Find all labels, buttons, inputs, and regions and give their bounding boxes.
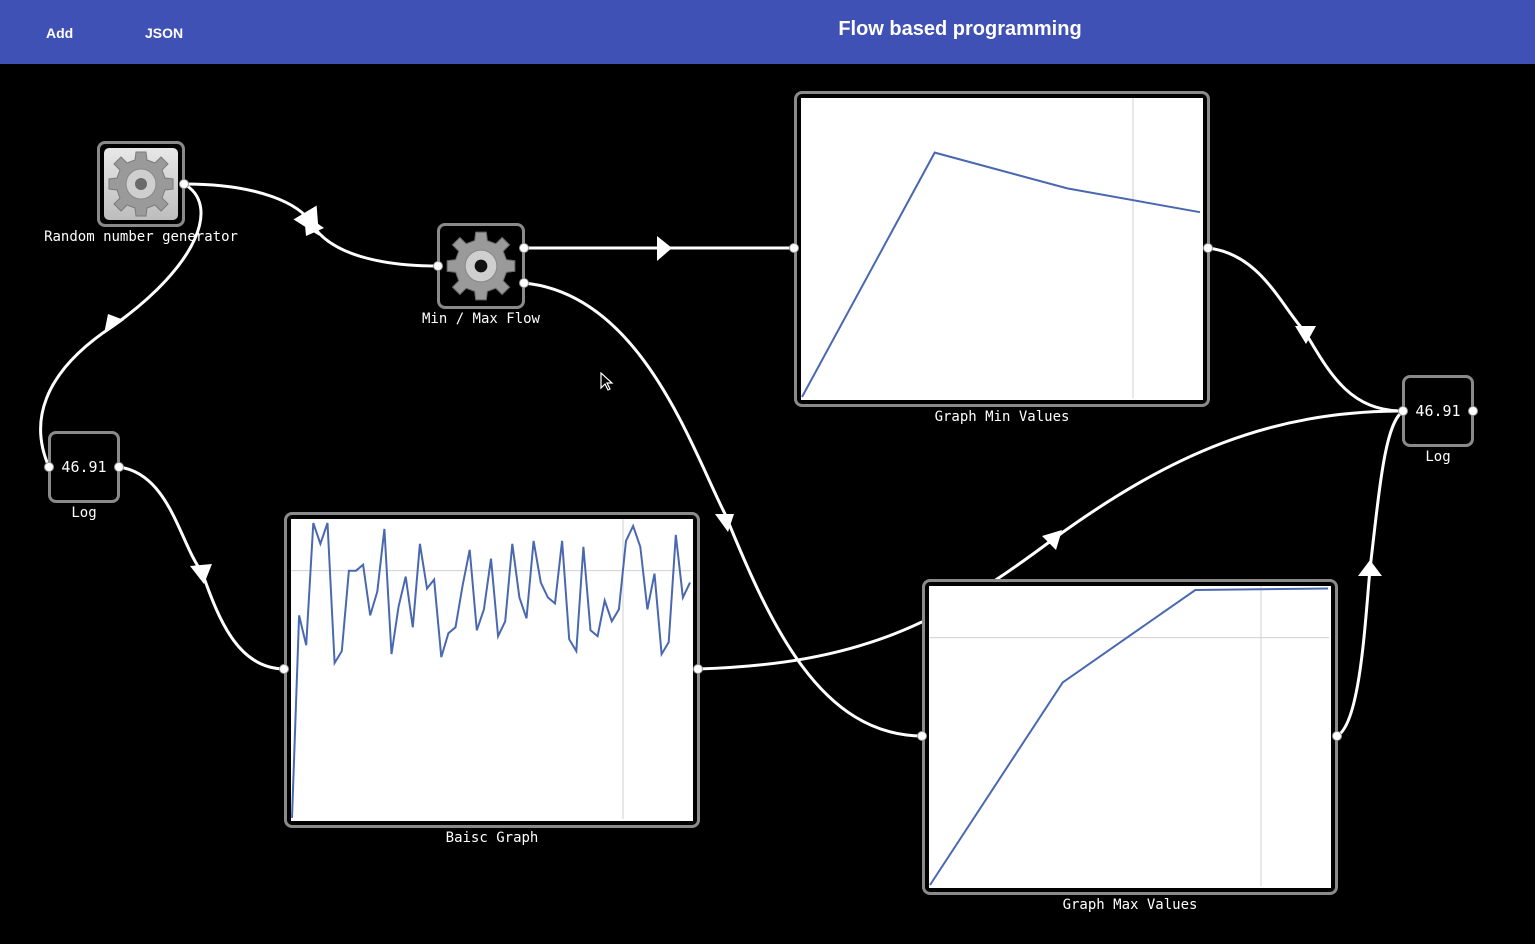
basic-graph-label: Baisc Graph (445, 830, 539, 846)
graph-min-node[interactable] (794, 91, 1210, 407)
random-node-label: Random number generator (44, 229, 238, 245)
min-max-flow-node[interactable] (437, 223, 525, 309)
wire-arrow (1358, 560, 1382, 576)
wire-arrow (304, 214, 324, 236)
random-number-generator-node[interactable] (97, 141, 185, 227)
random-output-port[interactable] (179, 179, 189, 189)
wire-arrow (1295, 326, 1316, 344)
wire-arrow (657, 236, 672, 261)
series-line (291, 522, 691, 819)
graph-max-input-port[interactable] (917, 731, 927, 741)
log-left-input-port[interactable] (44, 462, 54, 472)
app-header: Add JSON Flow based programming (0, 0, 1535, 64)
graph-max-node[interactable] (922, 579, 1338, 895)
log-node-right[interactable]: 46.91 (1402, 375, 1474, 447)
wire-arrow (104, 314, 124, 334)
graph-min-label: Graph Min Values (934, 409, 1070, 425)
basic-graph-chart (291, 519, 691, 819)
basic-graph-output-port[interactable] (693, 664, 703, 674)
graph-max-plot (929, 586, 1331, 888)
log-node-left[interactable]: 46.91 (48, 431, 120, 503)
log-right-label: Log (1425, 449, 1451, 465)
graph-min-output-port[interactable] (1203, 243, 1213, 253)
basic-graph-plot (291, 519, 693, 821)
wire-arrow (715, 514, 734, 532)
minmax-input-port[interactable] (433, 261, 443, 271)
page-title: Flow based programming (838, 18, 1082, 40)
log-left-label: Log (71, 505, 97, 521)
node-body (444, 230, 518, 302)
wire-arrow (190, 564, 212, 584)
series-line (929, 587, 1329, 886)
graph-min-plot (801, 98, 1203, 400)
graph-max-label: Graph Max Values (1062, 897, 1198, 913)
add-button[interactable]: Add (46, 25, 74, 41)
minmax-node-label: Min / Max Flow (421, 311, 540, 327)
mouse-cursor-icon (600, 372, 614, 391)
graph-min-input-port[interactable] (789, 243, 799, 253)
graph-max-output-port[interactable] (1332, 731, 1342, 741)
log-right-output-port[interactable] (1468, 406, 1478, 416)
gear-icon (446, 231, 516, 301)
minmax-output-min-port[interactable] (519, 243, 529, 253)
basic-graph-node[interactable] (284, 512, 700, 828)
gear-icon (108, 151, 174, 217)
log-right-input-port[interactable] (1398, 406, 1408, 416)
graph-max-chart (929, 586, 1329, 886)
graph-min-chart (801, 98, 1201, 398)
minmax-output-max-port[interactable] (519, 278, 529, 288)
json-button[interactable]: JSON (145, 25, 184, 41)
node-body (104, 148, 178, 220)
basic-graph-input-port[interactable] (279, 664, 289, 674)
flow-canvas[interactable]: Random number generator Min / Max Flow 4… (0, 64, 1535, 944)
wire-arrow (1042, 530, 1062, 550)
log-left-output-port[interactable] (114, 462, 124, 472)
connections-layer (39, 182, 1404, 738)
series-line (801, 151, 1201, 398)
